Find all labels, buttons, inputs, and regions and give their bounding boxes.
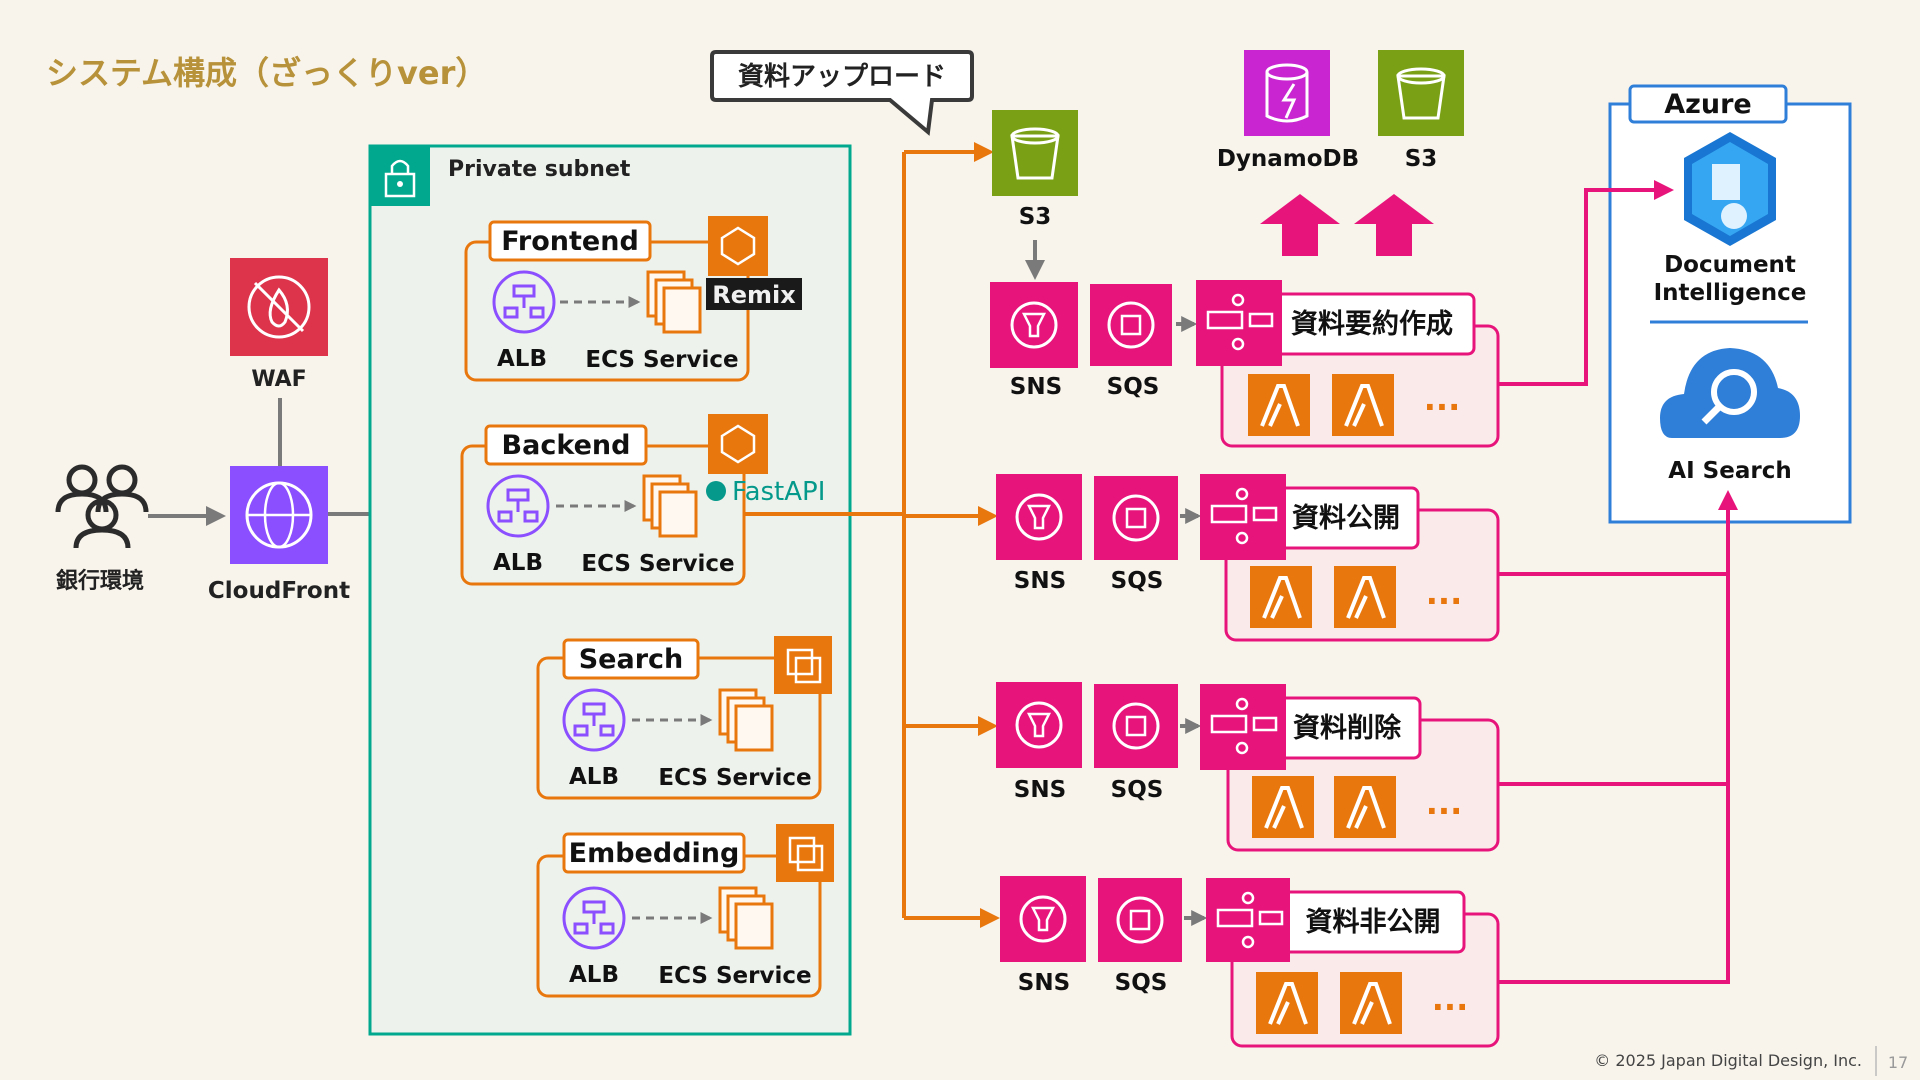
pipeline-sqs-label: SQS bbox=[1107, 374, 1160, 400]
slide-title: システム構成（ざっくりver） bbox=[46, 54, 487, 92]
more-ellipsis: ... bbox=[1432, 980, 1468, 1018]
s3-upload-label: S3 bbox=[1019, 204, 1052, 230]
s3-bucket-icon bbox=[992, 110, 1078, 196]
document-intelligence-icon bbox=[1684, 132, 1776, 246]
sqs-icon bbox=[1090, 284, 1172, 366]
up-arrow-icon bbox=[1260, 194, 1340, 256]
alb-icon bbox=[492, 270, 556, 334]
pipeline-name: 資料非公開 bbox=[1306, 907, 1441, 938]
remix-logo bbox=[706, 278, 802, 310]
azure-panel bbox=[1608, 84, 1852, 524]
pipeline-sns-label: SNS bbox=[1014, 568, 1066, 594]
pipeline-sns-label: SNS bbox=[1010, 374, 1062, 400]
footer-copyright: © 2025 Japan Digital Design, Inc. bbox=[1594, 1051, 1862, 1070]
alb-icon bbox=[562, 688, 626, 752]
ecs-label: ECS Service bbox=[585, 347, 738, 373]
ai-search-label: AI Search bbox=[1668, 458, 1791, 484]
dynamodb-label: DynamoDB bbox=[1217, 146, 1359, 172]
step-functions-icon bbox=[1206, 878, 1290, 962]
sns-icon bbox=[990, 282, 1078, 368]
sns-icon bbox=[996, 474, 1082, 560]
ec2-icon bbox=[776, 824, 834, 882]
users-icon bbox=[55, 464, 149, 549]
ecs-service-icon bbox=[718, 886, 774, 950]
lambda-symbols bbox=[1260, 384, 1392, 1025]
cloudfront-icon bbox=[230, 466, 328, 564]
users-label: 銀行環境 bbox=[56, 568, 144, 594]
step-functions-icon bbox=[1200, 684, 1286, 770]
alb-label: ALB bbox=[497, 346, 547, 372]
alb-label: ALB bbox=[569, 962, 619, 988]
ecs-label: ECS Service bbox=[658, 963, 811, 989]
up-arrow-icon bbox=[1354, 194, 1434, 256]
alb-label: ALB bbox=[569, 764, 619, 790]
waf-label: WAF bbox=[251, 367, 306, 392]
service-tabs bbox=[484, 220, 746, 874]
fastapi-logo bbox=[706, 481, 726, 501]
fargate-icon bbox=[708, 414, 768, 474]
ecs-service-icon bbox=[718, 688, 774, 752]
page-number: 17 bbox=[1888, 1053, 1908, 1072]
more-ellipsis: ... bbox=[1424, 380, 1460, 418]
sqs-icon bbox=[1094, 476, 1178, 560]
sqs-icon bbox=[1098, 878, 1182, 962]
ai-search-icon bbox=[1660, 348, 1800, 438]
pipeline-name: 資料公開 bbox=[1292, 503, 1400, 534]
waf-icon bbox=[230, 258, 328, 356]
ec2-icon bbox=[774, 636, 832, 694]
pipeline-sns-label: SNS bbox=[1018, 970, 1070, 996]
pipeline-sns-label: SNS bbox=[1014, 777, 1066, 803]
service-title-backend: Backend bbox=[502, 430, 631, 461]
s3-storage-label: S3 bbox=[1405, 146, 1438, 172]
pipeline-name: 資料削除 bbox=[1293, 712, 1402, 744]
alb-icon bbox=[486, 474, 550, 538]
subnet-label: Private subnet bbox=[448, 157, 631, 182]
alb-label: ALB bbox=[493, 550, 543, 576]
more-ellipsis: ... bbox=[1426, 784, 1462, 822]
pipeline-tabs bbox=[1268, 292, 1476, 954]
sns-icon bbox=[996, 682, 1082, 768]
sns-icon bbox=[1000, 876, 1086, 962]
document-intelligence-label-line1: Document bbox=[1664, 252, 1796, 278]
step-functions-icon bbox=[1196, 280, 1282, 366]
ecs-service-icon bbox=[646, 270, 702, 334]
sqs-icon bbox=[1094, 684, 1178, 768]
cloudfront-label: CloudFront bbox=[208, 578, 350, 604]
document-intelligence-label-line2: Intelligence bbox=[1654, 280, 1807, 306]
step-functions-icon bbox=[1200, 474, 1286, 560]
azure-title: Azure bbox=[1664, 89, 1751, 120]
s3-bucket-icon bbox=[1378, 50, 1464, 136]
alb-icon bbox=[562, 886, 626, 950]
orange-connectors bbox=[744, 142, 1000, 928]
pipeline-sqs-label: SQS bbox=[1111, 777, 1164, 803]
service-title-search: Search bbox=[579, 644, 684, 675]
fastapi-label: FastAPI bbox=[732, 477, 825, 507]
fargate-icon bbox=[708, 216, 768, 276]
dynamodb-icon bbox=[1244, 50, 1330, 136]
remix-label: Remix bbox=[712, 281, 796, 309]
service-title-frontend: Frontend bbox=[501, 226, 639, 257]
ecs-label: ECS Service bbox=[581, 551, 734, 577]
pipeline-name: 資料要約作成 bbox=[1291, 308, 1453, 340]
magenta-connectors bbox=[1498, 180, 1738, 984]
pipeline-sqs-label: SQS bbox=[1111, 568, 1164, 594]
pipeline-sqs-label: SQS bbox=[1115, 970, 1168, 996]
ecs-service-icon bbox=[642, 474, 698, 538]
upload-callout: 資料アップロード bbox=[710, 50, 974, 136]
service-title-embedding: Embedding bbox=[569, 838, 740, 869]
more-ellipsis: ... bbox=[1426, 574, 1462, 612]
ecs-label: ECS Service bbox=[658, 765, 811, 791]
upload-callout-label: 資料アップロード bbox=[738, 62, 946, 92]
